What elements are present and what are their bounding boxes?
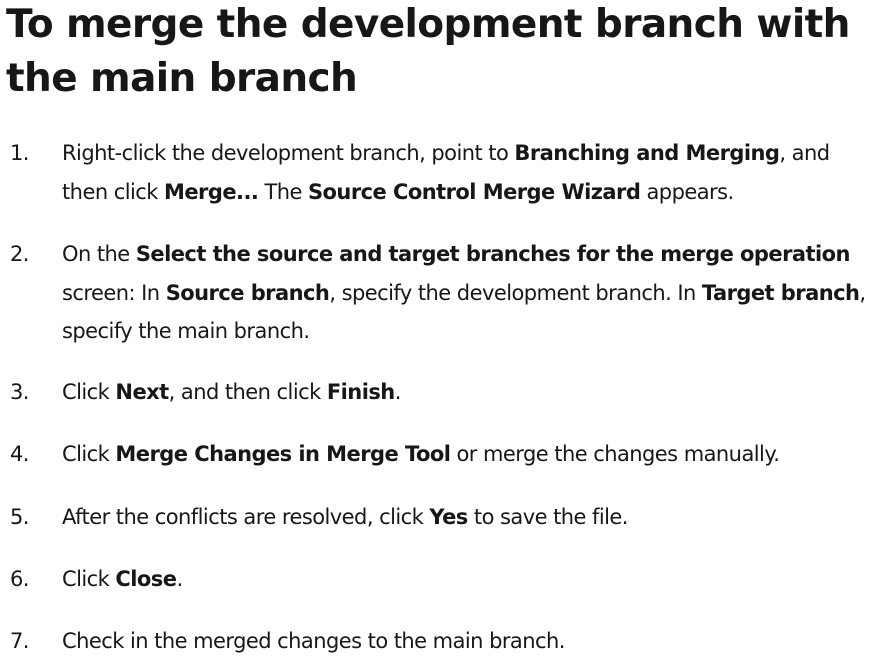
text-run: After the conflicts are resolved, click <box>62 505 430 529</box>
text-run: Right-click the development branch, poin… <box>62 141 515 165</box>
ui-term: Close <box>115 567 177 591</box>
text-run: The <box>258 179 308 204</box>
step-number: 3. <box>10 380 29 404</box>
ui-term: Branching and Merging <box>514 141 780 165</box>
step-text: Check in the merged changes to the main … <box>62 629 565 653</box>
text-run: to save the file. <box>467 505 629 529</box>
ui-term: Source branch <box>165 280 330 305</box>
step-text: On the Select the source and target bran… <box>62 242 866 343</box>
step-text: Click Next, and then click Finish. <box>62 380 401 404</box>
ui-term: Yes <box>429 505 468 529</box>
ui-term: Merge... <box>164 179 259 204</box>
step-item: 3. Click Next, and then click Finish. <box>10 373 876 412</box>
step-text: Right-click the development branch, poin… <box>62 141 830 204</box>
step-number: 7. <box>10 629 29 653</box>
step-text: After the conflicts are resolved, click … <box>62 505 628 529</box>
text-run: Check in the merged changes to the main … <box>62 629 565 653</box>
step-item: 6. Click Close. <box>10 560 876 599</box>
text-run: screen: In <box>62 280 166 305</box>
page-title: To merge the development branch with the… <box>6 2 850 101</box>
ui-term: Next <box>115 380 169 404</box>
step-number: 4. <box>10 442 29 466</box>
step-text: Click Close. <box>62 567 183 591</box>
text-run: , specify the main branch. <box>62 280 866 344</box>
ui-term: Finish <box>326 380 395 404</box>
step-item: 5. After the conflicts are resolved, clic… <box>10 498 876 537</box>
step-number: 1. <box>10 141 29 165</box>
step-item: 7. Check in the merged changes to the mai… <box>10 622 876 661</box>
text-run: , specify the development branch. In <box>329 280 702 305</box>
text-run: . <box>176 567 183 591</box>
text-run: appears. <box>640 179 734 204</box>
ui-term: Merge Changes in Merge Tool <box>115 442 451 466</box>
step-item: 4. Click Merge Changes in Merge Tool or m… <box>10 435 876 474</box>
text-run: Click <box>62 567 116 591</box>
step-number: 6. <box>10 567 29 591</box>
text-run: or merge the changes manually. <box>450 442 780 466</box>
step-number: 5. <box>10 505 29 529</box>
text-run: On the <box>62 242 136 266</box>
ui-term: Source Control Merge Wizard <box>307 179 641 204</box>
step-item: 2. On the Select the source and target br… <box>10 235 876 351</box>
ui-term: Target branch <box>701 280 860 305</box>
text-run: Click <box>62 380 116 404</box>
step-text: Click Merge Changes in Merge Tool or mer… <box>62 442 780 466</box>
text-run: , and then click <box>168 380 327 404</box>
step-number: 2. <box>10 242 29 266</box>
text-run: , and then click <box>62 141 830 204</box>
text-run: . <box>394 380 402 404</box>
text-run: Click <box>62 442 116 466</box>
step-item: 1. Right-click the development branch, po… <box>10 134 876 211</box>
ui-term: Select the source and target branches fo… <box>135 242 851 266</box>
